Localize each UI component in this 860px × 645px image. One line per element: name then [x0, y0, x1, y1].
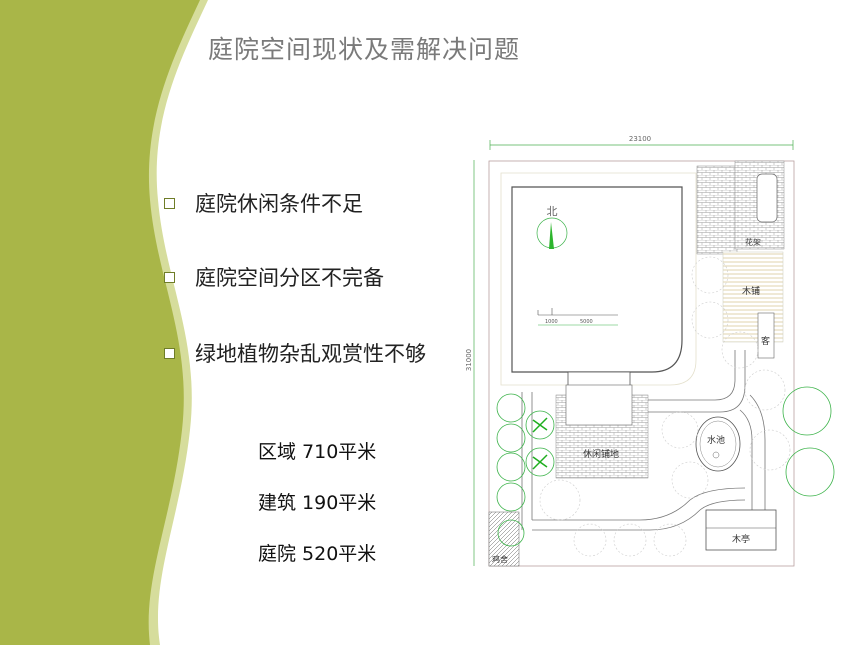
- north-label: 北: [547, 205, 558, 218]
- trellis-label: 花架: [745, 237, 761, 247]
- pavilion-label: 木亭: [732, 533, 750, 545]
- bullet-icon: [164, 272, 175, 283]
- stat-area: 区域 710平米: [258, 441, 377, 463]
- coop-label: 鸡舍: [492, 554, 508, 564]
- paving-label: 休闲铺地: [583, 448, 619, 460]
- bullet-text: 庭院休闲条件不足: [195, 192, 363, 216]
- width-dimension: 23100: [629, 135, 651, 143]
- page-title: 庭院空间现状及需解决问题: [208, 35, 521, 64]
- tree-icons: [496, 386, 835, 547]
- stat-garden: 庭院 520平米: [258, 543, 377, 565]
- car-icon: [756, 173, 778, 223]
- height-dimension: 31000: [465, 349, 473, 371]
- scale-label-1000: 1000: [545, 319, 558, 325]
- bullet-icon: [164, 348, 175, 359]
- pond: [695, 416, 741, 472]
- guest-label: 客: [761, 335, 770, 347]
- bullet-text: 绿地植物杂乱观赏性不够: [195, 342, 426, 366]
- scale-label-5000: 5000: [580, 319, 593, 325]
- stat-building: 建筑 190平米: [258, 492, 377, 514]
- bullet-text: 庭院空间分区不完备: [195, 266, 384, 290]
- wood-deck-label: 木铺: [742, 285, 760, 297]
- pond-label: 水池: [707, 434, 725, 446]
- bullet-icon: [164, 198, 175, 209]
